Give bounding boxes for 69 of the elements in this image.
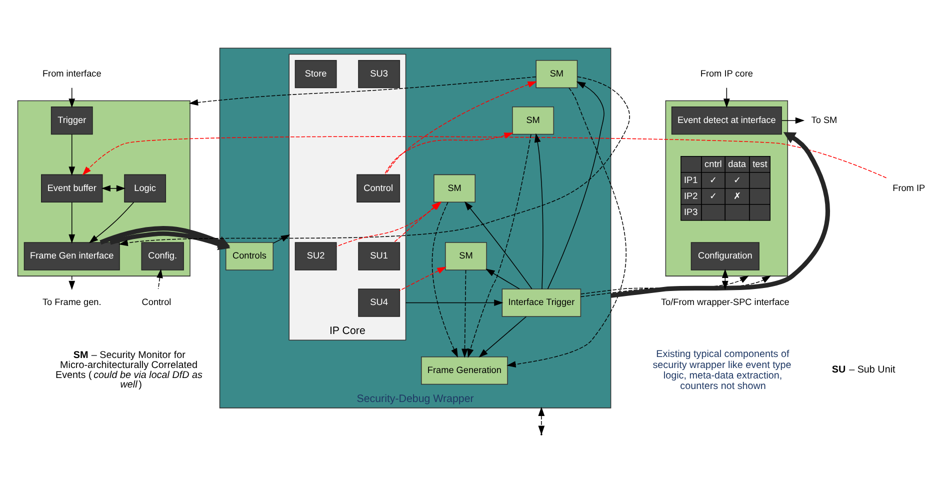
node-box: Logic (124, 174, 166, 202)
label: test (752, 158, 768, 169)
arrow (156, 268, 163, 290)
arrow (118, 76, 630, 246)
node-box: Control (356, 174, 400, 202)
arrow (723, 87, 730, 108)
node-box: Frame Generation (421, 356, 508, 385)
node-box: Interface Trigger (502, 288, 582, 317)
arrow (462, 270, 468, 358)
node-text: To/From wrapper-SPC interface (660, 297, 790, 308)
label: cntrl (704, 158, 722, 169)
arrow (610, 132, 830, 298)
label: Existing typical components of security wrapper like event type logic, meta-data extraction, counters not shown (652, 349, 792, 392)
node-box: Frame Gen interface (24, 242, 120, 270)
node-box: Controls (225, 242, 274, 270)
label: SU – Sub Unit (832, 364, 896, 376)
arrow (88, 202, 134, 244)
arrow (399, 266, 446, 291)
arrow (385, 81, 537, 175)
label: ✓ (710, 174, 718, 185)
arrow (68, 134, 76, 176)
arrow (534, 133, 544, 290)
arrow (405, 300, 504, 306)
arrow (188, 76, 536, 106)
arrow (68, 202, 76, 244)
node-box: SU4 (358, 288, 400, 317)
node-text: From IP core (700, 68, 753, 78)
node-box: SM (434, 174, 476, 202)
arrow (68, 87, 76, 108)
arrow (68, 276, 76, 290)
node-box: Configuration (690, 242, 760, 270)
node-box: Event detect at interface (671, 106, 782, 135)
node-text: To Frame gen. (42, 297, 102, 308)
node-box: Trigger (50, 106, 93, 135)
node-box: SU3 (358, 60, 400, 88)
arrow (272, 234, 290, 244)
arrow (782, 117, 805, 124)
node-text: From IP (892, 182, 926, 193)
label: data (728, 158, 746, 169)
label: ✗ (734, 190, 742, 201)
label: IP3 (684, 206, 698, 217)
node-box: SM (512, 106, 554, 135)
arrow (722, 268, 728, 290)
node-box: SM (536, 60, 578, 88)
arrow (384, 132, 514, 175)
arrow (506, 88, 626, 368)
node-box: SU2 (294, 242, 337, 270)
arrow (467, 134, 532, 358)
arrow (547, 81, 604, 290)
arrow (486, 268, 520, 290)
node-box: Config. (141, 242, 184, 270)
label: IP1 (684, 174, 698, 185)
label: ✓ (734, 174, 742, 185)
label: IP2 (684, 190, 698, 201)
node-text: Control (142, 297, 172, 308)
arrow (101, 185, 126, 192)
node-box: SM (445, 242, 487, 270)
arrow (464, 201, 532, 290)
node-box: SU1 (358, 242, 400, 270)
arrow (478, 316, 527, 358)
cluster (665, 100, 788, 276)
node-text: To SM (811, 114, 838, 125)
node-box: Store (294, 60, 337, 88)
node-text: From interface (42, 68, 102, 78)
node-box: Event buffer (41, 174, 103, 202)
cluster (17, 100, 190, 276)
label: ✓ (710, 190, 718, 201)
label: SM – Security Monitor for Micro-architecturally Correlated Events (could be via local DfD as well) (55, 350, 202, 391)
arrow (82, 136, 887, 178)
